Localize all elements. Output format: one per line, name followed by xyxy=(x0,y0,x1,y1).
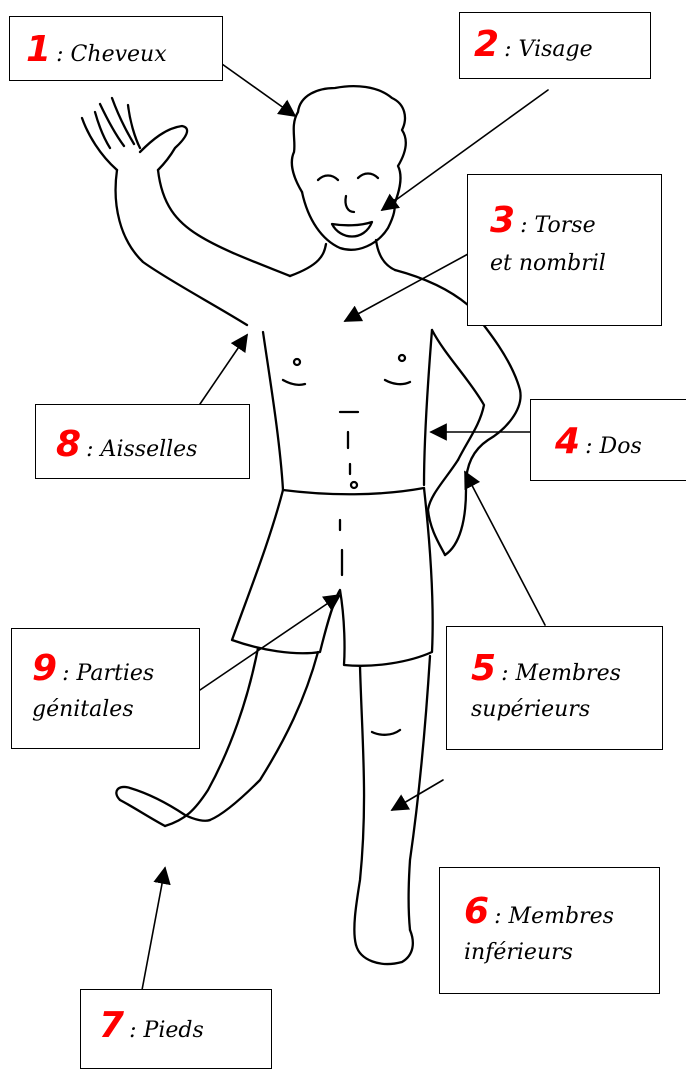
arrow-7 xyxy=(142,868,165,990)
chest xyxy=(283,380,410,385)
neck xyxy=(290,240,395,276)
arrow-5 xyxy=(465,472,545,625)
right-leg xyxy=(354,666,364,945)
raised-arm-inner xyxy=(158,170,290,276)
label-line: : Dos xyxy=(585,434,642,459)
label-line: : Membres xyxy=(494,904,614,929)
face xyxy=(302,192,395,250)
arrow-9 xyxy=(200,595,340,690)
label-number: 5 xyxy=(471,648,496,689)
label-line: : Visage xyxy=(504,37,592,62)
arrow-1 xyxy=(222,64,295,116)
arrow-8 xyxy=(200,335,247,404)
label-box-5: 5 : Membres supérieurs xyxy=(446,626,663,750)
label-box-9: 9 : Parties génitales xyxy=(11,628,200,749)
label-line: : Parties xyxy=(62,661,154,686)
label-number: 8 xyxy=(56,424,81,465)
hip-arm xyxy=(445,305,521,555)
hair xyxy=(292,86,406,205)
label-line: supérieurs xyxy=(471,694,662,726)
right-leg-inner xyxy=(409,656,431,930)
nose xyxy=(345,196,354,212)
left-leg-inner xyxy=(210,652,318,820)
hip-arm-inner xyxy=(432,330,484,460)
eyes xyxy=(318,174,378,181)
arrow-3 xyxy=(345,254,468,321)
label-box-1: 1 : Cheveux xyxy=(9,16,223,81)
mouth xyxy=(332,222,372,237)
raised-arm xyxy=(116,170,247,325)
label-line: : Aisselles xyxy=(86,437,197,462)
right-foot xyxy=(356,930,413,964)
label-line: : Membres xyxy=(501,661,621,686)
label-box-4: 4 : Dos xyxy=(530,399,686,481)
shorts xyxy=(232,488,433,666)
torso-left xyxy=(263,332,283,490)
label-line: : Torse xyxy=(520,213,595,238)
hip-hand xyxy=(428,460,458,555)
label-number: 3 xyxy=(490,200,515,241)
label-line: inférieurs xyxy=(464,937,659,969)
label-box-2: 2 : Visage xyxy=(459,12,651,79)
label-line: : Cheveux xyxy=(56,42,166,67)
label-line: : Pieds xyxy=(129,1018,204,1043)
label-box-6: 6 : Membres inférieurs xyxy=(439,867,660,994)
label-number: 7 xyxy=(99,1005,124,1046)
knee xyxy=(372,730,400,735)
label-box-7: 7 : Pieds xyxy=(80,989,272,1069)
label-number: 2 xyxy=(474,24,499,65)
label-line: génitales xyxy=(32,694,199,726)
raised-hand xyxy=(82,98,187,170)
label-number: 6 xyxy=(464,891,489,932)
label-box-3: 3 : Torse et nombril xyxy=(467,174,662,326)
label-line: et nombril xyxy=(490,248,661,280)
label-number: 1 xyxy=(26,29,51,70)
label-number: 9 xyxy=(32,648,57,689)
torso-right xyxy=(424,330,432,485)
shorts-seam xyxy=(340,520,342,575)
label-box-8: 8 : Aisselles xyxy=(35,404,250,479)
label-number: 4 xyxy=(555,421,580,462)
abdomen xyxy=(340,412,358,474)
